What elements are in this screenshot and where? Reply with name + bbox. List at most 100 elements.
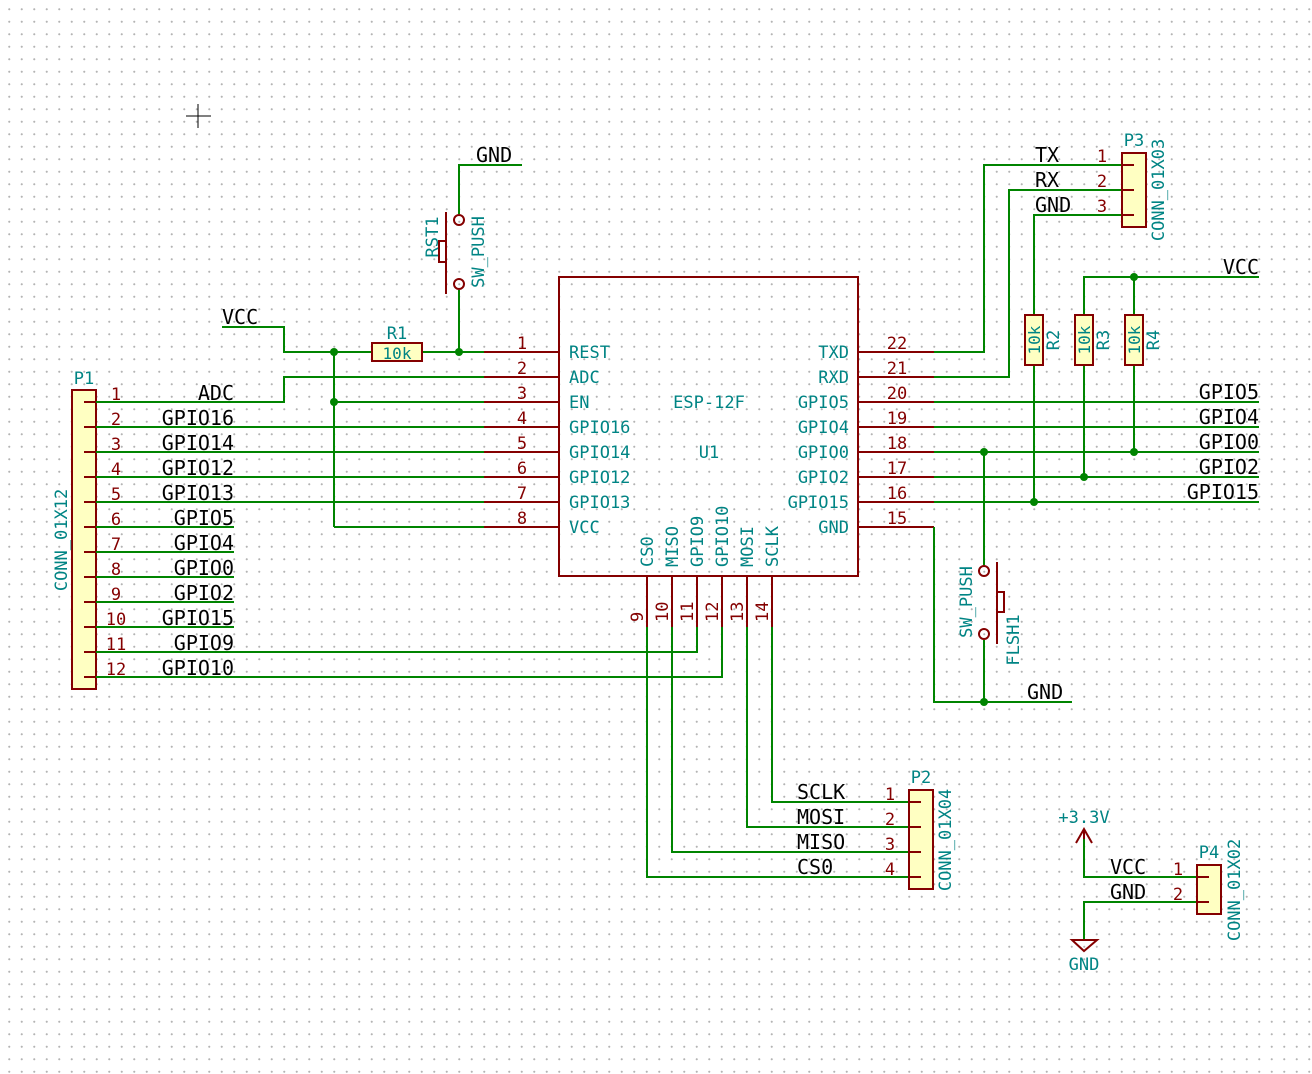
u1-pin18-number: 18 bbox=[887, 434, 907, 454]
p1-value: CONN_01X12 bbox=[52, 489, 72, 591]
p2-pin-number: 4 bbox=[885, 860, 895, 880]
p4-pin-number: 1 bbox=[1173, 860, 1183, 880]
r1-body bbox=[371, 342, 423, 362]
gpio2-net-label: GPIO2 bbox=[1199, 455, 1259, 479]
u1-reference: U1 bbox=[699, 443, 719, 463]
p4-reference: P4 bbox=[1199, 843, 1219, 863]
p3-conn-01x03[interactable]: P3 CONN_01X03 1 2 3 TX RX GND bbox=[1035, 131, 1169, 241]
u1-pin12-name: GPIO10 bbox=[713, 506, 733, 567]
p1-pin-number: 12 bbox=[106, 660, 126, 680]
u1-pin1-number: 1 bbox=[517, 334, 527, 354]
p1-body bbox=[71, 389, 97, 690]
gnd-net-label: GND bbox=[476, 143, 512, 167]
u1-pin16-number: 16 bbox=[887, 484, 907, 504]
u1-pin9-name: CS0 bbox=[638, 536, 658, 567]
spi-wires bbox=[646, 627, 909, 878]
p1-reference: P1 bbox=[74, 369, 94, 389]
u1-pin13-number: 13 bbox=[728, 602, 748, 622]
power-wires bbox=[1083, 839, 1197, 940]
p2-pin-number: 1 bbox=[885, 785, 895, 805]
flsh1-value: SW_PUSH bbox=[957, 566, 977, 638]
u1-pin3-name: EN bbox=[569, 393, 589, 413]
u1-pin18-name: GPIO0 bbox=[798, 443, 849, 463]
u1-pin17-number: 17 bbox=[887, 459, 907, 479]
gpio15-net-label: GPIO15 bbox=[1187, 480, 1259, 504]
u1-pin21-number: 21 bbox=[887, 359, 907, 379]
p1-pin-number: 9 bbox=[111, 585, 121, 605]
vcc-net-label: VCC bbox=[222, 305, 258, 329]
u1-pin4-number: 4 bbox=[517, 409, 527, 429]
gpio0-net-label: GPIO0 bbox=[1199, 430, 1259, 454]
junction-dots bbox=[330, 273, 1138, 706]
u1-pin20-number: 20 bbox=[887, 384, 907, 404]
r2-reference: R2 bbox=[1044, 330, 1064, 350]
u1-esp12f[interactable]: 1 2 3 4 5 6 7 8 REST ADC EN GPIO16 GPIO1… bbox=[484, 276, 934, 627]
p3-net-label: TX bbox=[1035, 143, 1059, 167]
p3-pin-number: 3 bbox=[1097, 197, 1107, 217]
u1-pin6-name: GPIO12 bbox=[569, 468, 630, 488]
rst1-pushbutton[interactable]: RST1 SW_PUSH bbox=[423, 212, 489, 294]
gnd-power-label: GND bbox=[1069, 955, 1100, 975]
u1-pin15-name: GND bbox=[818, 518, 849, 538]
p3-net-label: RX bbox=[1035, 168, 1059, 192]
p4-net-label: VCC bbox=[1110, 855, 1146, 879]
gnd-net-label: GND bbox=[1027, 680, 1063, 704]
p4-conn-01x02[interactable]: P4 CONN_01X02 1 2 VCC GND bbox=[1110, 839, 1245, 941]
u1-pin4-name: GPIO16 bbox=[569, 418, 630, 438]
r4-value: 10k bbox=[1125, 325, 1144, 354]
gpio5-net-label: GPIO5 bbox=[1199, 380, 1259, 404]
v33-label: +3.3V bbox=[1058, 808, 1109, 828]
u1-pin7-name: GPIO13 bbox=[569, 493, 630, 513]
u1-pin8-name: VCC bbox=[569, 518, 600, 538]
r4-resistor[interactable]: 10k R4 bbox=[1124, 314, 1164, 366]
u1-pin15-number: 15 bbox=[887, 509, 907, 529]
r3-resistor[interactable]: 10k R3 bbox=[1074, 314, 1114, 366]
p1-pin-number: 4 bbox=[111, 460, 121, 480]
r1-resistor[interactable]: R1 10k bbox=[371, 324, 423, 363]
p1-conn-01x12[interactable]: P1 CONN_01X12 1 2 3 4 5 6 7 8 9 10 11 12… bbox=[52, 369, 234, 690]
u1-pin2-name: ADC bbox=[569, 368, 600, 388]
u1-pin1-name: REST bbox=[569, 343, 610, 363]
u1-pin7-number: 7 bbox=[517, 484, 527, 504]
p2-net-label: MISO bbox=[797, 830, 845, 854]
p1-pin-number: 5 bbox=[111, 485, 121, 505]
p2-net-label: CS0 bbox=[797, 855, 833, 879]
u1-pin16-name: GPIO15 bbox=[788, 493, 849, 513]
u1-pin14-name: SCLK bbox=[763, 525, 783, 567]
r2-resistor[interactable]: 10k R2 bbox=[1024, 314, 1064, 366]
p2-net-label: MOSI bbox=[797, 805, 845, 829]
flsh1-reference: FLSH1 bbox=[1004, 614, 1024, 665]
r1-value: 10k bbox=[383, 344, 412, 363]
u1-pin9-number: 9 bbox=[628, 612, 648, 622]
u1-pin12-number: 12 bbox=[703, 602, 723, 622]
p2-net-label: SCLK bbox=[797, 780, 845, 804]
r1-reference: R1 bbox=[387, 324, 407, 344]
p2-conn-01x04[interactable]: P2 CONN_01X04 1 2 3 4 SCLK MOSI MISO CS0 bbox=[797, 768, 956, 891]
u1-pin6-number: 6 bbox=[517, 459, 527, 479]
r4-reference: R4 bbox=[1144, 330, 1164, 350]
p3-net-label: GND bbox=[1035, 193, 1071, 217]
power-3v3-symbol: +3.3V bbox=[1058, 808, 1110, 844]
p1-pin-number: 3 bbox=[111, 435, 121, 455]
r2-value: 10k bbox=[1025, 325, 1044, 354]
p3-reference: P3 bbox=[1124, 131, 1144, 151]
u1-pin8-number: 8 bbox=[517, 509, 527, 529]
r3-reference: R3 bbox=[1094, 330, 1114, 350]
p4-pin-number: 2 bbox=[1173, 885, 1183, 905]
u1-pin21-name: RXD bbox=[818, 368, 849, 388]
u1-value: ESP-12F bbox=[673, 393, 745, 413]
p4-value: CONN_01X02 bbox=[1225, 839, 1245, 941]
p3-pin-number: 2 bbox=[1097, 172, 1107, 192]
u1-pin13-name: MOSI bbox=[738, 526, 758, 567]
u1-pin10-name: MISO bbox=[663, 526, 683, 567]
u1-pin11-name: GPIO9 bbox=[688, 516, 708, 567]
u1-pin5-number: 5 bbox=[517, 434, 527, 454]
u1-pin22-name: TXD bbox=[818, 343, 849, 363]
flsh1-pushbutton[interactable]: SW_PUSH FLSH1 bbox=[957, 562, 1024, 666]
u1-pin10-number: 10 bbox=[653, 602, 673, 622]
u1-pin19-number: 19 bbox=[887, 409, 907, 429]
gpio4-net-label: GPIO4 bbox=[1199, 405, 1259, 429]
vcc-net-label: VCC bbox=[1223, 255, 1259, 279]
